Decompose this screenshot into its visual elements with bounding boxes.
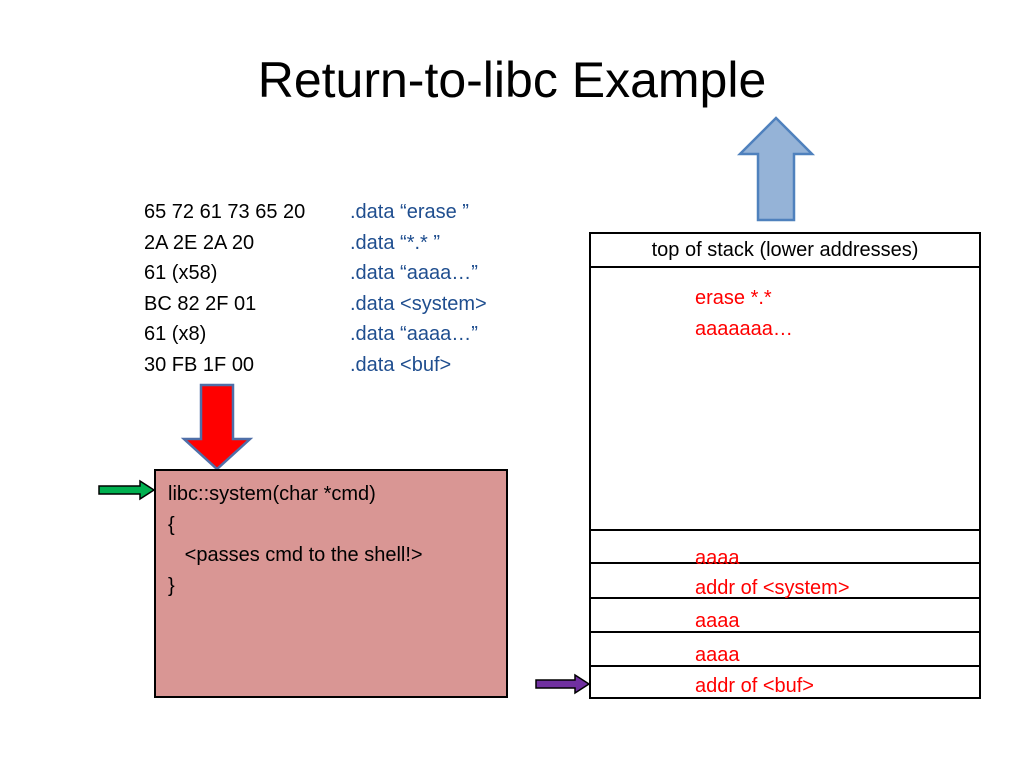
stack-slot: addr of <buf> [695, 675, 814, 697]
payload-hex-row: BC 82 2F 01 [144, 292, 257, 315]
stack-slot: aaaa [695, 547, 740, 569]
payload-hex-row: 2A 2E 2A 20 [144, 231, 255, 254]
stack-diagram: top of stack (lower addresses) erase *.*… [589, 232, 981, 699]
page-title: Return-to-libc Example [257, 52, 767, 108]
green-right-arrow-icon [98, 479, 156, 501]
purple-right-arrow-icon [535, 673, 591, 695]
payload-hex-list: 65 72 61 73 65 20 2A 2E 2A 20 61 (x58) B… [144, 197, 344, 380]
stack-divider [591, 665, 979, 667]
stack-buffer-line: aaaaaaa… [695, 318, 793, 340]
payload-data-row: .data “aaaa…” [350, 262, 478, 284]
payload-data-row: .data “aaaa…” [350, 323, 478, 345]
libc-system-code-box: libc::system(char *cmd) { <passes cmd to… [154, 469, 508, 698]
payload-hex-row: 61 (x58) [144, 262, 218, 284]
payload-hex-row: 30 FB 1F 00 [144, 353, 255, 376]
stack-header: top of stack (lower addresses) [591, 234, 979, 268]
stack-divider [591, 562, 979, 564]
payload-data-row: .data “erase ” [350, 201, 469, 223]
stack-slot: aaaa [695, 644, 740, 666]
stack-slot: aaaa [695, 610, 740, 632]
code-line: libc::system(char *cmd) [168, 483, 376, 505]
stack-buffer-line: erase *.* [695, 287, 772, 309]
code-line: { [168, 513, 175, 536]
payload-data-row: .data <system> [350, 292, 487, 315]
payload-data-row: .data <buf> [350, 353, 452, 376]
up-arrow-icon [736, 116, 816, 222]
stack-divider [591, 597, 979, 599]
payload-data-row: .data “*.* ” [350, 231, 441, 254]
code-line: } [168, 574, 175, 597]
stack-slot: addr of <system> [695, 577, 850, 599]
code-line: <passes cmd to the shell!> [168, 544, 423, 566]
payload-hex-row: 61 (x8) [144, 323, 207, 345]
down-arrow-icon [180, 383, 254, 471]
stack-divider [591, 529, 979, 531]
payload-data-list: .data “erase ” .data “*.* ” .data “aaaa…… [350, 197, 550, 380]
stack-divider [591, 631, 979, 633]
payload-hex-row: 65 72 61 73 65 20 [144, 201, 306, 223]
